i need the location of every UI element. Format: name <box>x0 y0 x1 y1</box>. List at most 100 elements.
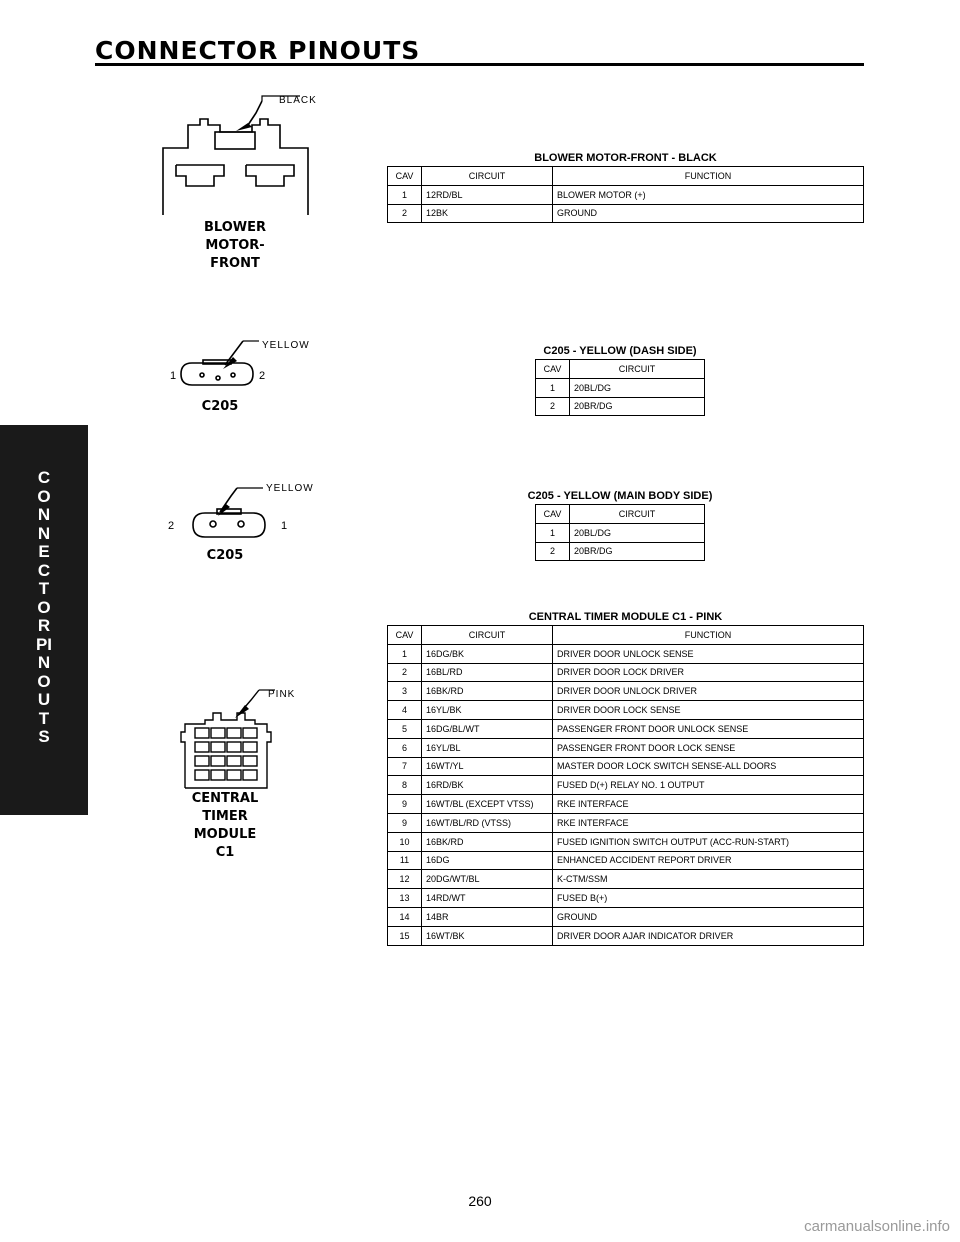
cav-cell: 1 <box>387 184 422 205</box>
ctm-color-tag: PINK <box>268 689 296 700</box>
circuit-cell: 12RD/BL <box>421 184 553 205</box>
table-row: 1 20BL/DG <box>535 377 705 398</box>
circuit-cell: 14BR <box>421 906 553 927</box>
circuit-cell: 16RD/BK <box>421 775 553 796</box>
column-header-cav: CAV <box>387 166 422 186</box>
function-cell: K-CTM/SSM <box>552 869 864 890</box>
c205-dash-connector-icon <box>180 340 259 386</box>
function-cell: FUSED D(+) RELAY NO. 1 OUTPUT <box>552 775 864 796</box>
side-tab-text: CONNECTOR PINOUTS <box>35 468 55 746</box>
table-row: 1 20BL/DG <box>535 522 705 543</box>
circuit-cell: 16WT/YL <box>421 756 553 777</box>
cav-cell: 1 <box>535 377 570 398</box>
ctm-pinout-table: CENTRAL TIMER MODULE C1 - PINK CAV CIRCU… <box>387 610 864 946</box>
cav-cell: 9 <box>387 794 422 814</box>
cav-cell: 9 <box>387 812 422 833</box>
cav-cell: 2 <box>535 541 570 562</box>
circuit-cell: 20DG/WT/BL <box>421 869 553 890</box>
function-cell: FUSED IGNITION SWITCH OUTPUT (ACC-RUN-ST… <box>552 831 864 852</box>
cav-cell: 10 <box>387 831 422 852</box>
blower-connector-label: BLOWER MOTOR- FRONT <box>203 220 266 271</box>
function-cell: PASSENGER FRONT DOOR LOCK SENSE <box>552 737 864 758</box>
ctm-connector-diagram: PINK CENTRAL TIMER MODULE C1 <box>175 680 315 865</box>
function-cell: DRIVER DOOR LOCK SENSE <box>552 700 864 720</box>
c205-dash-pinout-table: C205 - YELLOW (DASH SIDE) CAV CIRCUIT 1 … <box>535 344 705 417</box>
table-row: 2 20BR/DG <box>535 396 705 417</box>
cav-cell: 5 <box>387 718 422 739</box>
function-cell: BLOWER MOTOR (+) <box>552 184 864 205</box>
cav-cell: 3 <box>387 681 422 702</box>
circuit-cell: 16WT/BL/RD (VTSS) <box>421 812 553 833</box>
c205-dash-connector-diagram: YELLOW 1 2 C205 <box>165 335 315 420</box>
circuit-cell: 16BK/RD <box>421 681 553 702</box>
circuit-cell: 16WT/BK <box>421 925 553 946</box>
cav-cell: 2 <box>387 662 422 683</box>
circuit-cell: 14RD/WT <box>421 888 553 908</box>
function-cell: DRIVER DOOR UNLOCK DRIVER <box>552 681 864 702</box>
ctm-connector-icon <box>180 689 275 789</box>
cav-cell: 1 <box>535 522 570 543</box>
blower-color-tag: BLACK <box>279 95 317 106</box>
cav-cell: 1 <box>387 643 422 664</box>
cav-cell: 8 <box>387 775 422 796</box>
c205-body-color-tag: YELLOW <box>266 483 314 494</box>
circuit-cell: 16DG/BK <box>421 643 553 664</box>
c205-body-connector-icon <box>192 487 266 538</box>
circuit-cell: 20BL/DG <box>569 522 705 543</box>
circuit-cell: 16WT/BL (EXCEPT VTSS) <box>421 794 553 814</box>
column-header-cav: CAV <box>387 625 422 645</box>
column-header-circuit: CIRCUIT <box>569 359 705 379</box>
circuit-cell: 20BR/DG <box>569 396 705 417</box>
title-rule <box>95 63 864 66</box>
function-cell: RKE INTERFACE <box>552 794 864 814</box>
function-cell: GROUND <box>552 906 864 927</box>
c205-body-pin-left: 2 <box>168 520 175 532</box>
function-cell: DRIVER DOOR UNLOCK SENSE <box>552 643 864 664</box>
cav-cell: 13 <box>387 888 422 908</box>
column-header-function: FUNCTION <box>552 625 864 645</box>
function-cell: DRIVER DOOR AJAR INDICATOR DRIVER <box>552 925 864 946</box>
column-header-circuit: CIRCUIT <box>569 504 705 524</box>
c205-dash-pin-right: 2 <box>259 370 266 382</box>
page-number: 260 <box>468 1193 492 1209</box>
blower-connector-diagram: BLACK BLOWER MOTOR- FRONT <box>150 85 320 275</box>
function-cell: FUSED B(+) <box>552 888 864 908</box>
circuit-cell: 16DG <box>421 850 553 871</box>
c205-dash-color-tag: YELLOW <box>262 340 310 351</box>
function-cell: MASTER DOOR LOCK SWITCH SENSE-ALL DOORS <box>552 756 864 777</box>
circuit-cell: 16BK/RD <box>421 831 553 852</box>
circuit-cell: 16DG/BL/WT <box>421 718 553 739</box>
function-cell: DRIVER DOOR LOCK DRIVER <box>552 662 864 683</box>
c205-dash-table-title: C205 - YELLOW (DASH SIDE) <box>543 345 697 357</box>
c205-dash-connector-label: C205 <box>201 399 239 414</box>
circuit-cell: 16BL/RD <box>421 662 553 683</box>
cav-cell: 11 <box>387 850 422 871</box>
circuit-cell: 20BR/DG <box>569 541 705 562</box>
blower-connector-icon <box>162 95 309 215</box>
circuit-cell: 16YL/BK <box>421 700 553 720</box>
column-header-circuit: CIRCUIT <box>421 625 553 645</box>
circuit-cell: 12BK <box>421 203 553 224</box>
table-row: 1 12RD/BL BLOWER MOTOR (+) <box>387 184 864 205</box>
circuit-cell: 20BL/DG <box>569 377 705 398</box>
section-side-tab[interactable]: CONNECTOR PINOUTS <box>0 425 88 815</box>
cav-cell: 15 <box>387 925 422 946</box>
blower-pinout-table: BLOWER MOTOR-FRONT - BLACK CAV CIRCUIT F… <box>387 151 864 224</box>
c205-body-table-title: C205 - YELLOW (MAIN BODY SIDE) <box>527 490 713 502</box>
function-cell: PASSENGER FRONT DOOR UNLOCK SENSE <box>552 718 864 739</box>
watermark-link[interactable]: carmanualsonline.info <box>804 1218 950 1235</box>
